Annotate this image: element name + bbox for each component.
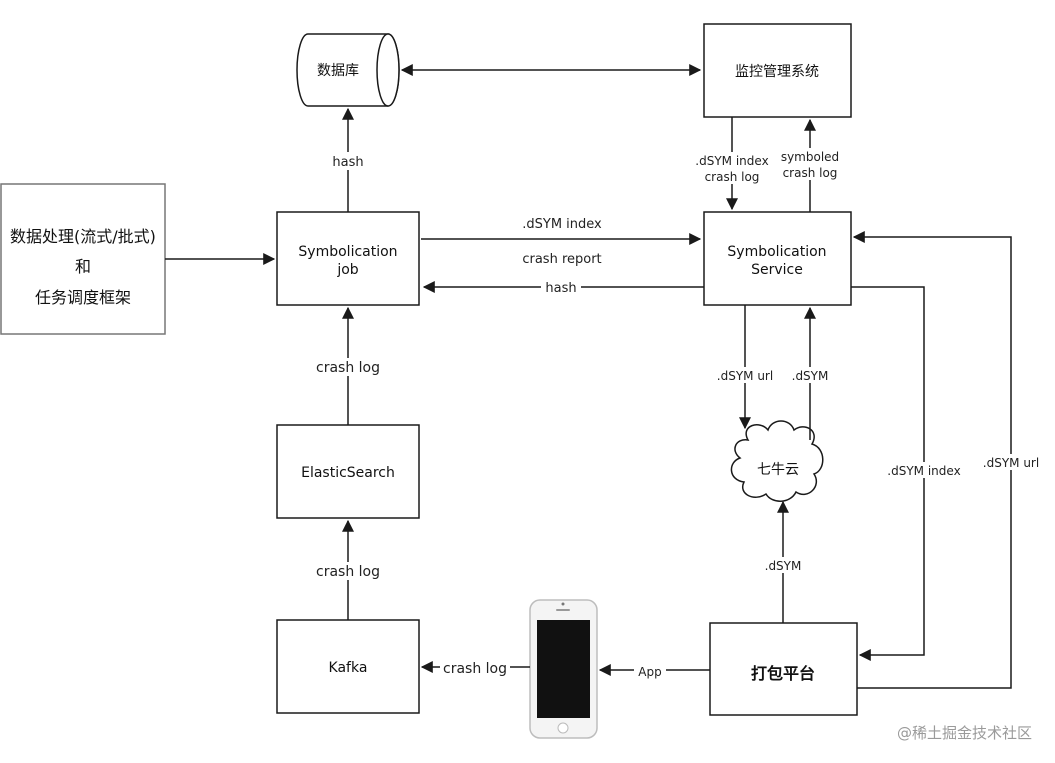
database-label: 数据库 — [317, 63, 359, 79]
dsym-index-top-label: .dSYM index — [522, 217, 602, 232]
monitor-service-label-2: crash log — [705, 170, 760, 184]
packaging-node: 打包平台 — [709, 622, 858, 716]
service-monitor-label-2: crash log — [783, 166, 838, 180]
processing-label-2: 和 — [75, 257, 91, 276]
app-label: App — [638, 665, 661, 679]
crash-report-label: crash report — [522, 252, 601, 267]
kafka-label: Kafka — [329, 660, 368, 676]
dsym-from-packaging-label: .dSYM — [765, 559, 802, 573]
crash-log-es-label: crash log — [316, 360, 380, 376]
hash-up-label: hash — [332, 155, 363, 170]
service-label-2: Service — [751, 262, 803, 278]
crash-log-phone-label: crash log — [443, 661, 507, 677]
dsym-url-side-label: .dSYM url — [983, 456, 1039, 470]
service-label-1: Symbolication — [727, 244, 826, 260]
job-label-1: Symbolication — [298, 244, 397, 260]
crash-log-kafka-label: crash log — [316, 564, 380, 580]
service-monitor-label-1: symboled — [781, 150, 839, 164]
cloud-label: 七牛云 — [757, 462, 799, 478]
monitor-node: 监控管理系统 — [703, 23, 852, 118]
processing-label-1: 数据处理(流式/批式) — [10, 227, 156, 246]
kafka-node: Kafka — [276, 619, 420, 714]
processing-node: 数据处理(流式/批式) 和 任务调度框架 — [0, 183, 166, 335]
hash-back-label: hash — [545, 281, 576, 296]
elasticsearch-node: ElasticSearch — [276, 424, 420, 519]
dsym-up-label: .dSYM — [792, 369, 829, 383]
elastic-label: ElasticSearch — [301, 465, 395, 481]
database-node: 数据库 — [296, 33, 400, 107]
job-label-2: job — [336, 262, 358, 278]
processing-label-3: 任务调度框架 — [35, 288, 131, 307]
monitor-label: 监控管理系统 — [735, 64, 819, 80]
packaging-label: 打包平台 — [751, 664, 815, 683]
dsym-url-down-label: .dSYM url — [717, 369, 773, 383]
phone-icon — [529, 599, 598, 739]
symbolication-job-node: Symbolication job — [276, 211, 420, 306]
watermark: @稀土掘金技术社区 — [897, 724, 1032, 742]
dsym-index-side-label: .dSYM index — [887, 464, 960, 478]
cloud-node: 七牛云 — [730, 420, 824, 502]
symbolication-service-node: Symbolication Service — [703, 211, 852, 306]
monitor-service-label-1: .dSYM index — [695, 154, 768, 168]
